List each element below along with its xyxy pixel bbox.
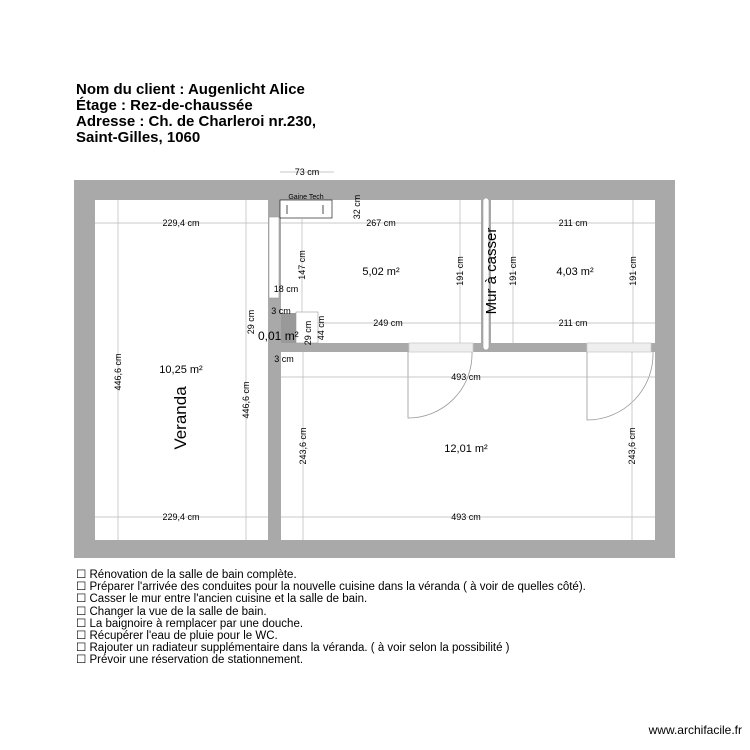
wall-bottom [74,540,675,558]
wall-to-break-marker [482,197,490,351]
watermark: www.archifacile.fr [648,723,742,737]
gaine-tech-label: Gaine Tech [288,194,323,201]
dim-veranda-top: 229,4 cm [162,218,199,228]
dim-veranda-right: 446,6 cm [241,381,251,418]
note-item: ☐ Préparer l'arrivée des conduites pour … [76,581,586,594]
veranda-area: 10,25 m² [159,364,203,376]
dim-kitchen-top: 267 cm [366,218,396,228]
bath-area: 4,03 m² [556,266,594,278]
client-name: Nom du client : Augenlicht Alice [76,81,305,98]
note-item: ☐ La baignoire à remplacer par une douch… [76,617,304,630]
windows [408,342,652,353]
dim-73: 73 cm [295,167,320,177]
dimension-lines [95,171,655,540]
dim-29a: 29 cm [246,310,256,335]
gaine-tech-box [279,199,333,219]
partition-strip [268,216,280,299]
note-item: ☐ Changer la vue de la salle de bain. [76,605,267,618]
dim-bath-top: 211 cm [559,218,588,228]
dim-bath-right: 191 cm [628,256,638,286]
dim-kitchen-bottom: 249 cm [373,318,403,328]
dim-32: 32 cm [352,195,362,220]
dimension-labels: 73 cm 229,4 cm 229,4 cm 446,6 cm 446,6 c… [113,167,638,522]
dim-147: 147 cm [297,250,307,280]
wall-right [655,180,675,558]
wall-to-break-label: Mur à casser [483,228,500,315]
living-area: 12,01 m² [444,443,488,455]
dim-living-right: 243,6 cm [627,427,637,464]
small-niche [295,311,319,344]
small-room-block [281,313,296,343]
small-area: 0,01 m² [258,329,299,343]
window-right [586,342,652,353]
dim-bath-bottom: 211 cm [559,318,588,328]
kitchen-area: 5,02 m² [362,266,400,278]
note-item: ☐ Prévoir une réservation de stationneme… [76,654,304,667]
wall-left [74,180,95,558]
note-item: ☐ Casser le mur entre l'ancien cuisine e… [76,593,368,606]
address-line-1: Adresse : Ch. de Charleroi nr.230, [76,113,317,130]
dim-44: 44 cm [316,316,326,341]
dim-bath-left: 191 cm [508,256,518,286]
note-item: ☐ Récupérer l'eau de pluie pour le WC. [76,630,278,643]
dim-18: 18 cm [274,284,299,294]
wall-top [74,180,675,200]
floor-label: Étage : Rez-de-chaussée [76,97,253,114]
dim-living-bottom: 493 cm [451,512,481,522]
dim-29b: 29 cm [303,321,313,346]
dim-3b: 3 cm [274,354,294,364]
door-left [407,351,473,419]
dim-living-left: 243,6 cm [298,427,308,464]
plan-header: Nom du client : Augenlicht Alice Étage :… [76,82,316,146]
address-line-2: Saint-Gilles, 1060 [76,129,201,146]
note-item: ☐ Rajouter un radiateur supplémentaire d… [76,642,510,655]
doors [407,351,654,421]
dim-kitchen-height: 191 cm [455,256,465,286]
notes-list: ☐ Rénovation de la salle de bain complèt… [76,569,586,667]
veranda-label: Veranda [171,386,190,450]
dim-3a: 3 cm [271,306,291,316]
dim-veranda-bottom: 229,4 cm [162,512,199,522]
note-item: ☐ Rénovation de la salle de bain complèt… [76,569,297,581]
window-left [408,342,474,353]
room-labels: 10,25 m² Veranda 5,02 m² 4,03 m² 0,01 m²… [159,194,594,455]
dim-living-top: 493 cm [451,372,481,382]
door-right [586,351,654,421]
dim-veranda-left: 446,6 cm [113,353,123,390]
